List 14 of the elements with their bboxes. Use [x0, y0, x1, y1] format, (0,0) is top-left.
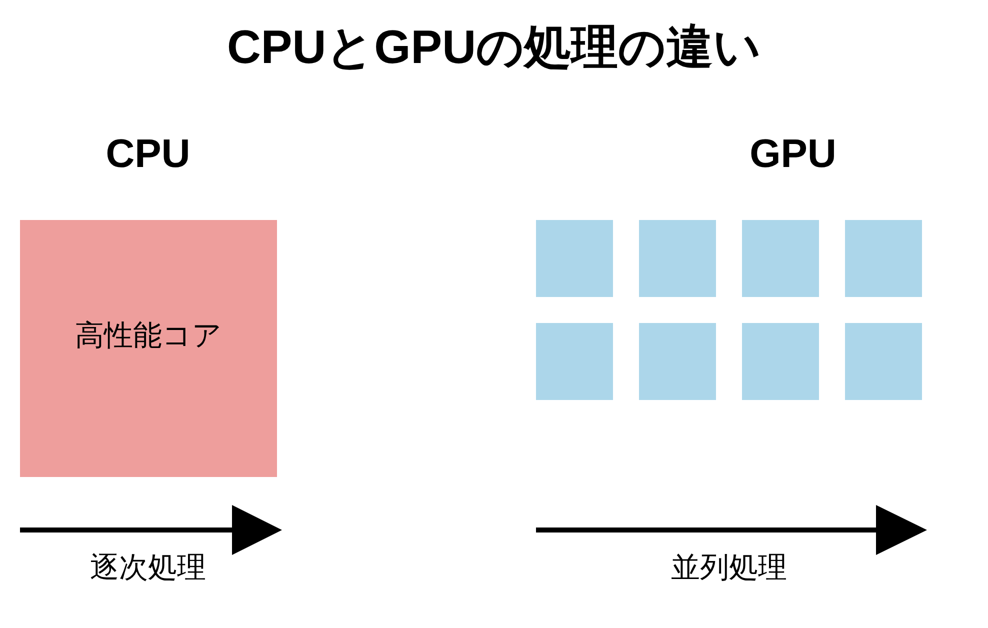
core-box [845, 323, 922, 400]
core-box [742, 323, 819, 400]
core-box [845, 220, 922, 297]
arrow-label: 並列処理 [671, 552, 787, 586]
core-box [639, 220, 716, 297]
core-box: 高性能コア [20, 220, 277, 477]
title: CPUとGPUの処理の違い [226, 20, 762, 74]
core-box [742, 220, 819, 297]
section-heading: CPU [106, 131, 190, 177]
core-box [536, 323, 613, 400]
section-heading: GPU [750, 131, 836, 177]
core-box [536, 220, 613, 297]
core-box [639, 323, 716, 400]
arrow-label: 逐次処理 [90, 552, 206, 586]
